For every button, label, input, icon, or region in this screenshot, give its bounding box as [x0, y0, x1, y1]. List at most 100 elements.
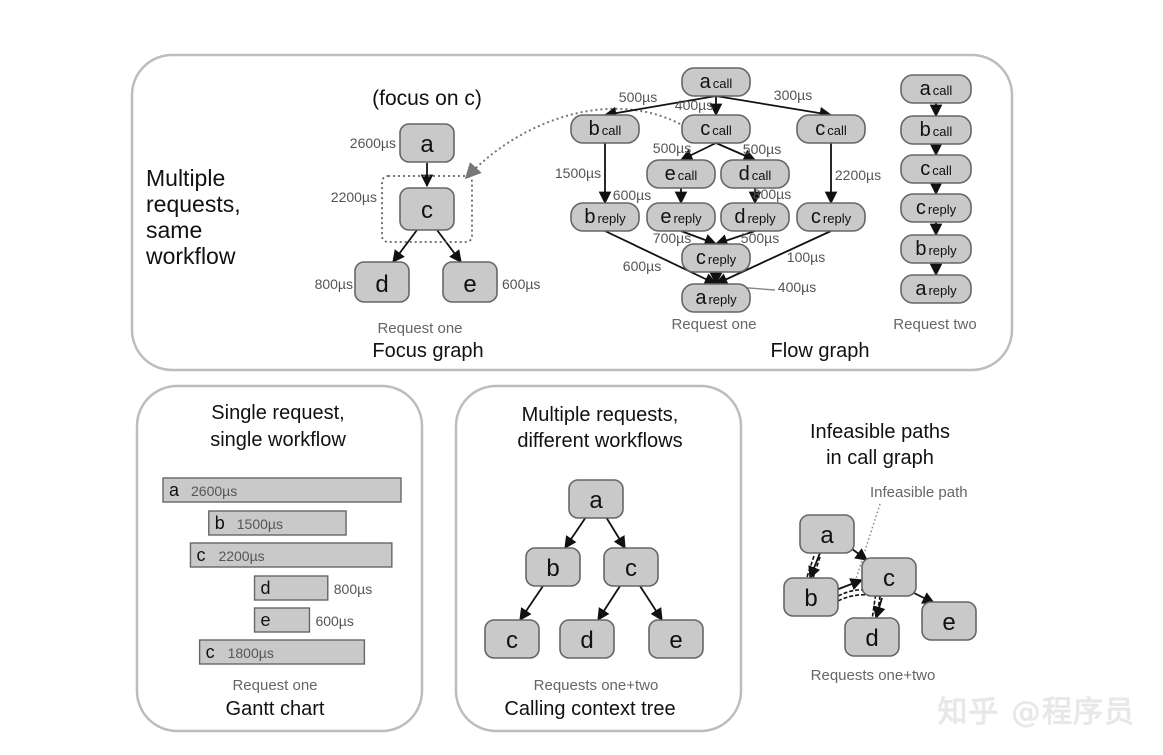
gantt-bar-c: c 2200µs	[189, 542, 393, 568]
cct-title-line: different workflows	[517, 430, 682, 452]
focus-graph: (focus on c) a 2600µs c 2200µs d 800µs e…	[315, 87, 541, 362]
cct-caption: Requests one+two	[534, 677, 659, 694]
cct-node-b-c: c	[484, 619, 540, 659]
cct-edge-a-b	[564, 516, 587, 550]
flow-edge-label-bR_aR: 600µs	[623, 258, 661, 274]
infeasible-node-a: a	[799, 514, 855, 554]
infeasible-title-line: in call graph	[826, 447, 934, 469]
calling-context-tree: a b c c d e	[484, 479, 704, 659]
infeasible-edge-a-b	[808, 552, 821, 580]
flow-edge-label-eR_cR: 700µs	[653, 230, 691, 246]
side-label-line: requests,	[146, 191, 241, 217]
svg-text:c: c	[506, 627, 518, 654]
svg-text:d: d	[375, 271, 388, 298]
flow-title: Flow graph	[771, 340, 870, 362]
infeasible-annotation: Infeasible path	[870, 484, 968, 501]
flow-edge-label-cR_aR: 400µs	[778, 279, 816, 295]
gantt-bar-label: c	[196, 545, 205, 565]
flow-edge-label-c2R_aR: 100µs	[787, 249, 825, 265]
focus-pointer-arrow	[464, 107, 681, 180]
flow-edge-label-c_d: 500µs	[743, 141, 781, 157]
svg-text:a: a	[420, 131, 434, 158]
flow-edge-label-a_c2: 300µs	[774, 87, 812, 103]
svg-text:c: c	[625, 555, 637, 582]
side-label-line: Multiple	[146, 165, 225, 191]
infeasible-node-e: e	[921, 601, 977, 641]
svg-text:e: e	[942, 609, 955, 636]
gantt-bar-duration: 1800µs	[228, 645, 274, 661]
cct-node-c: c	[603, 547, 659, 587]
gantt-bar-label: c	[206, 642, 215, 662]
gantt-bar-label: d	[261, 578, 271, 598]
cct-edge-c-e	[639, 585, 663, 622]
cct-node-a: a	[568, 479, 624, 519]
top-panel-frame	[130, 53, 1014, 372]
gantt-title: Gantt chart	[226, 698, 325, 720]
gantt-panel-frame	[135, 384, 424, 733]
cct-edge-b-c	[519, 585, 544, 622]
flow-edge-label-c2_c2R: 2200µs	[835, 167, 881, 183]
focus-caption: Request one	[377, 320, 462, 337]
cct-title: Calling context tree	[504, 698, 675, 720]
gantt-bar-duration: 2600µs	[191, 483, 237, 499]
infeasible-edge-c-e	[911, 591, 936, 604]
flow-edge-a_b	[603, 95, 717, 120]
focus-heading: (focus on c)	[372, 87, 482, 110]
flow-edge-c2R_aR	[714, 230, 832, 285]
svg-text:c: c	[883, 565, 895, 592]
focus-node-a: a 2600µs	[350, 123, 455, 163]
svg-text:e: e	[669, 627, 682, 654]
infeasible-call-graph: a b c d e	[783, 503, 977, 657]
flow-edge-eR_cR	[680, 230, 718, 246]
cct-node-b: b	[525, 547, 581, 587]
flow-edge-label-b_bR: 1500µs	[555, 165, 601, 181]
gantt-bar-c: c 1800µs	[198, 639, 366, 665]
gantt-bar-label: b	[215, 513, 225, 533]
svg-text:d: d	[865, 625, 878, 652]
flow-edge-dR_cR	[714, 230, 756, 247]
focus-node-d: d 800µs	[315, 261, 410, 303]
svg-text:800µs: 800µs	[315, 276, 353, 292]
gantt-bar-duration: 1500µs	[237, 516, 283, 532]
flow-edge-bR_aR	[604, 230, 718, 285]
flow-edge-c_e	[679, 142, 717, 161]
infeasible-pointer	[854, 503, 881, 583]
focus-node-c: c 2200µs	[331, 187, 455, 231]
focus-edge-c-d	[392, 229, 418, 264]
gantt-bar-duration: 600µs	[315, 613, 353, 629]
focus-edge-c-e	[436, 229, 462, 264]
infeasible-node-c: c	[861, 557, 917, 597]
flow-edge-label-dR_cR: 500µs	[741, 230, 779, 246]
svg-text:2600µs: 2600µs	[350, 135, 396, 151]
gantt-bar-duration: 2200µs	[218, 548, 264, 564]
